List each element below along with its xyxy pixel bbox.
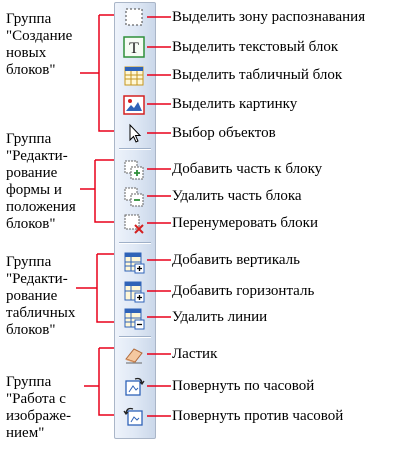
delete-lines-icon[interactable] bbox=[121, 306, 147, 332]
group-line: Группа bbox=[6, 254, 52, 270]
connector-bracket bbox=[96, 253, 117, 323]
tool-label: Повернуть против часовой bbox=[172, 408, 344, 424]
group-image: Группа "Работа с изображе- нием" bbox=[6, 374, 71, 442]
select-zone-icon[interactable] bbox=[121, 4, 147, 30]
add-horizontal-icon[interactable] bbox=[121, 279, 147, 305]
group-line: Группа bbox=[6, 11, 52, 27]
tool-label: Перенумеровать блоки bbox=[172, 215, 318, 231]
tool-label: Добавить горизонталь bbox=[172, 283, 315, 299]
group-line: блоков" bbox=[6, 62, 56, 78]
picture-block-icon[interactable] bbox=[121, 92, 147, 118]
group-line: табличных bbox=[6, 305, 76, 321]
renumber-blocks-icon[interactable] bbox=[121, 211, 147, 237]
group-edit-table: Группа "Редакти- рование табличных блоко… bbox=[6, 254, 75, 339]
text-block-icon[interactable]: T bbox=[121, 34, 147, 60]
group-create-blocks: Группа "Создание новых блоков" bbox=[6, 11, 72, 79]
tool-label: Ластик bbox=[172, 346, 218, 362]
group-line: нием" bbox=[6, 425, 45, 441]
group-line: рование bbox=[6, 165, 58, 181]
group-line: "Редакти- bbox=[6, 148, 68, 164]
table-block-icon[interactable] bbox=[121, 63, 147, 89]
group-edit-shape: Группа "Редакти- рование формы и положен… bbox=[6, 131, 76, 233]
tool-label: Добавить вертикаль bbox=[172, 252, 300, 268]
connector-bracket bbox=[94, 159, 117, 223]
group-line: новых bbox=[6, 45, 47, 61]
group-line: блоков" bbox=[6, 322, 56, 338]
tool-label: Повернуть по часовой bbox=[172, 378, 315, 394]
add-block-part-icon[interactable] bbox=[121, 157, 147, 183]
connector-bracket bbox=[98, 15, 120, 132]
group-line: Группа bbox=[6, 131, 52, 147]
tool-label: Выделить табличный блок bbox=[172, 67, 343, 83]
toolbar-separator bbox=[119, 148, 151, 150]
tool-label: Удалить линии bbox=[172, 309, 268, 325]
rotate-clockwise-icon[interactable] bbox=[121, 373, 147, 399]
rotate-counterclockwise-icon[interactable] bbox=[121, 403, 147, 429]
tool-label: Выделить зону распознавания bbox=[172, 9, 366, 25]
svg-text:T: T bbox=[129, 40, 139, 57]
tool-label: Выбор объектов bbox=[172, 125, 276, 141]
pointer-arrow-icon[interactable] bbox=[121, 120, 147, 146]
group-line: Группа bbox=[6, 374, 52, 390]
group-line: положения bbox=[6, 199, 76, 215]
add-vertical-icon[interactable] bbox=[121, 250, 147, 276]
tool-label: Выделить картинку bbox=[172, 96, 298, 112]
tool-label: Удалить часть блока bbox=[172, 188, 302, 204]
group-line: рование bbox=[6, 288, 58, 304]
tool-label: Выделить текстовый блок bbox=[172, 39, 339, 55]
group-line: "Создание bbox=[6, 28, 73, 44]
toolbar-separator bbox=[119, 242, 151, 244]
tool-label: Добавить часть к блоку bbox=[172, 161, 323, 177]
toolbar-separator bbox=[119, 336, 151, 338]
group-line: формы и bbox=[6, 182, 62, 198]
remove-block-part-icon[interactable] bbox=[121, 184, 147, 210]
group-line: блоков" bbox=[6, 216, 56, 232]
group-line: изображе- bbox=[6, 408, 71, 424]
eraser-icon[interactable] bbox=[121, 341, 147, 367]
group-line: "Редакти- bbox=[6, 271, 68, 287]
group-line: "Работа с bbox=[6, 391, 66, 407]
